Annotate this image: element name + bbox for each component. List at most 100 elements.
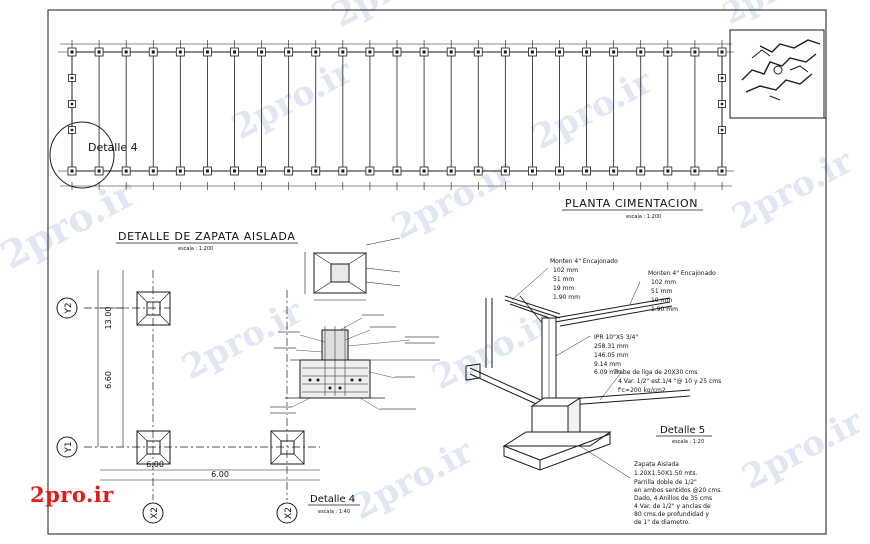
axis-label-x2-left: X2	[150, 507, 160, 519]
plan-column	[260, 169, 264, 173]
axis-bubble	[142, 502, 164, 524]
plan-column	[720, 102, 724, 106]
trabe-note: Trabe de liga de 20X30 cms 4 Var. 1/2" e…	[613, 369, 723, 394]
plan-column	[205, 169, 209, 173]
plan-column	[449, 50, 453, 54]
plan-column	[151, 169, 155, 173]
plan-column	[368, 50, 372, 54]
plan-column	[151, 50, 155, 54]
axis-bubble	[56, 436, 78, 458]
watermark: 2pro.ir	[735, 401, 870, 498]
plan-column	[70, 102, 74, 106]
location-map	[729, 29, 826, 119]
plan-column	[395, 50, 399, 54]
zapata-layout: DETALLE DE ZAPATA AISLADA escala : 1:200	[56, 230, 320, 524]
plan-column	[395, 169, 399, 173]
plan-column	[612, 50, 616, 54]
plan-column	[97, 50, 101, 54]
detalle-5-title: Detalle 5	[660, 425, 705, 436]
plan-column	[639, 169, 643, 173]
plan-column	[70, 169, 74, 173]
plan-column	[720, 50, 724, 54]
footing	[136, 291, 171, 326]
detalle-4-scale: escala : 1:40	[318, 509, 350, 515]
plan-column	[124, 169, 128, 173]
plan-column	[97, 169, 101, 173]
detail-callout-label: Detalle 4	[88, 141, 138, 154]
plan-column	[503, 50, 507, 54]
detalle-5-section: Monten 4" Encajonado 102 mm 51 mm 19 mm …	[465, 258, 724, 526]
watermark: 2pro.ir	[525, 61, 660, 158]
plan-column	[70, 128, 74, 132]
plan-scale: escala : 1:200	[626, 214, 661, 220]
plan-column	[585, 50, 589, 54]
zapata-aislada-note: Zapata Aislada 1.20X1.50X1.50 mts. Parri…	[634, 461, 724, 526]
plan-column	[70, 76, 74, 80]
plan-column	[124, 50, 128, 54]
plan-column	[530, 169, 534, 173]
plan-column	[639, 50, 643, 54]
axis-label-x2-right: X2	[284, 507, 294, 519]
footing	[270, 430, 305, 465]
plan-column	[233, 50, 236, 54]
axis-label-y2: Y2	[64, 302, 74, 314]
footing	[136, 430, 171, 465]
plan-column	[314, 169, 318, 173]
plan-column	[530, 50, 534, 54]
plan-column	[178, 169, 182, 173]
plan-column	[693, 50, 697, 54]
plan-column	[666, 169, 670, 173]
ipr-note: IPR 10"X5 3/4" 258.31 mm 146.05 mm 9.14 …	[594, 334, 640, 376]
plan-column	[178, 50, 182, 54]
plan-column	[233, 169, 236, 173]
watermark: 2pro.ir	[425, 301, 560, 398]
axis-label-y1: Y1	[64, 441, 74, 453]
detalle-4-title: Detalle 4	[310, 494, 355, 505]
watermark: 2pro.ir	[385, 151, 520, 248]
plan-column	[449, 169, 453, 173]
axis-bubble	[276, 502, 298, 524]
watermark: 2pro.ir	[325, 0, 460, 36]
detalle-5-scale: escala : 1:20	[672, 439, 704, 445]
plan-title: PLANTA CIMENTACION	[565, 197, 698, 210]
monten-b-note: Monten 4" Encajonado 102 mm 51 mm 19 mm …	[648, 270, 718, 313]
plan-column	[314, 50, 318, 54]
watermark: 2pro.ir	[717, 0, 836, 32]
sheet-border	[47, 9, 827, 535]
zapata-title: DETALLE DE ZAPATA AISLADA	[118, 230, 295, 243]
plan-column	[503, 169, 507, 173]
axis-bubble	[56, 297, 78, 319]
monten-a-note: Monten 4" Encajonado 102 mm 51 mm 19 mm …	[550, 258, 620, 301]
dim-vertical-bottom: 6.60	[104, 371, 113, 389]
plan-column	[693, 169, 697, 173]
plan-column	[422, 169, 426, 173]
plan-column	[368, 169, 372, 173]
plan-column	[720, 128, 724, 132]
dim-vertical-top: 13.00	[104, 307, 113, 330]
plan-column	[476, 50, 480, 54]
plan-column	[720, 169, 724, 173]
plan-column	[666, 50, 670, 54]
watermark: 2pro.ir	[345, 431, 480, 528]
plan-column	[260, 50, 264, 54]
plan-column	[585, 169, 589, 173]
dim-horizontal-2: 6.00	[211, 470, 229, 479]
detail-callout-circle	[49, 121, 115, 189]
plan-column	[341, 169, 345, 173]
plan-column	[341, 50, 345, 54]
plan-column	[558, 169, 561, 173]
foundation-plan	[58, 40, 734, 190]
plan-column	[287, 169, 291, 173]
detalle-4-section: Detalle 4 escala : 1:40	[270, 237, 440, 515]
plan-column	[612, 169, 616, 173]
site-logo[interactable]: 2pro.ir	[30, 482, 114, 507]
watermark: 2pro.ir	[175, 291, 310, 388]
plan-column	[720, 76, 724, 80]
zapata-scale: escala : 1:200	[178, 246, 213, 252]
plan-column	[205, 50, 209, 54]
plan-column	[287, 50, 291, 54]
watermark: 2pro.ir	[725, 141, 860, 238]
plan-column	[422, 50, 426, 54]
watermark: 2pro.ir	[225, 51, 360, 148]
